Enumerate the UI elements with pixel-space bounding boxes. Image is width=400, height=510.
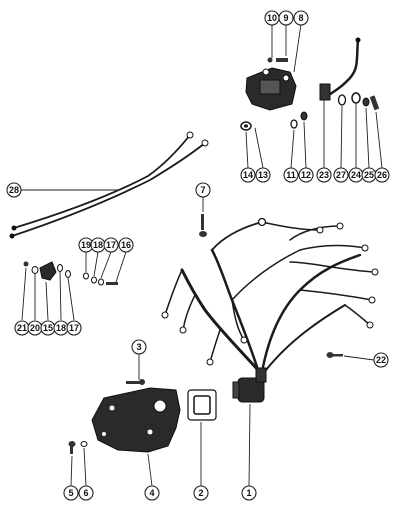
wiring-harness xyxy=(161,217,379,374)
callout-5: 5 xyxy=(63,485,79,501)
screw-5-washer-6 xyxy=(68,441,88,454)
callout-15: 15 xyxy=(40,320,56,336)
callout-circle xyxy=(193,485,209,501)
callout-17: 17 xyxy=(66,320,82,336)
callout-circle xyxy=(255,167,271,183)
callout-9: 9 xyxy=(278,10,294,26)
callout-label: 26 xyxy=(377,170,387,180)
callout-circle xyxy=(103,237,119,253)
screw-22 xyxy=(326,352,343,358)
callout-circle xyxy=(373,352,389,368)
callout-16: 16 xyxy=(118,237,134,253)
callout-label: 13 xyxy=(258,170,268,180)
callout-label: 2 xyxy=(198,488,203,498)
callout-label: 10 xyxy=(267,13,277,23)
long-wire-28 xyxy=(9,131,209,239)
callout-circle xyxy=(278,10,294,26)
callout-label: 19 xyxy=(81,240,91,250)
callout-13: 13 xyxy=(255,167,271,183)
callout-label: 17 xyxy=(106,240,116,250)
callout-2: 2 xyxy=(193,485,209,501)
harness-plug-1 xyxy=(232,367,267,403)
callout-circle xyxy=(283,167,299,183)
callout-3: 3 xyxy=(131,339,147,355)
callout-label: 27 xyxy=(336,170,346,180)
callout-circle xyxy=(66,320,82,336)
callout-circle xyxy=(241,485,257,501)
callout-label: 17 xyxy=(69,323,79,333)
callout-label: 8 xyxy=(298,13,303,23)
callout-label: 18 xyxy=(93,240,103,250)
callout-circle xyxy=(6,182,22,198)
callout-circle xyxy=(298,167,314,183)
callout-label: 5 xyxy=(68,488,73,498)
callout-4: 4 xyxy=(144,485,160,501)
callout-6: 6 xyxy=(78,485,94,501)
callout-24: 24 xyxy=(348,167,364,183)
callout-23: 23 xyxy=(316,167,332,183)
callout-label: 6 xyxy=(83,488,88,498)
callout-label: 7 xyxy=(200,185,205,195)
callout-circle xyxy=(144,485,160,501)
leader-lines xyxy=(21,23,383,487)
bracket-4 xyxy=(91,387,181,453)
ground-cable-assembly xyxy=(319,37,380,111)
callout-circle xyxy=(195,182,211,198)
gasket-2 xyxy=(187,389,217,421)
screw-7 xyxy=(199,214,207,237)
callout-label: 28 xyxy=(9,185,19,195)
callout-label: 24 xyxy=(351,170,361,180)
callout-12: 12 xyxy=(298,167,314,183)
callout-circle xyxy=(293,10,309,26)
callout-17: 17 xyxy=(103,237,119,253)
screw-3 xyxy=(126,379,145,385)
callout-label: 18 xyxy=(56,323,66,333)
callout-circle xyxy=(63,485,79,501)
callout-label: 15 xyxy=(43,323,53,333)
solenoid-washers xyxy=(240,111,308,131)
callout-circle xyxy=(78,485,94,501)
callout-label: 21 xyxy=(17,323,27,333)
callout-label: 14 xyxy=(243,170,253,180)
callout-25: 25 xyxy=(361,167,377,183)
callout-label: 9 xyxy=(283,13,288,23)
callout-circle xyxy=(374,167,390,183)
callout-28: 28 xyxy=(6,182,22,198)
callout-label: 1 xyxy=(246,488,251,498)
callout-1: 1 xyxy=(241,485,257,501)
callout-10: 10 xyxy=(264,10,280,26)
callout-circle xyxy=(316,167,332,183)
callout-circle xyxy=(333,167,349,183)
callout-label: 12 xyxy=(301,170,311,180)
callout-label: 16 xyxy=(121,240,131,250)
callout-14: 14 xyxy=(240,167,256,183)
callout-27: 27 xyxy=(333,167,349,183)
callout-11: 11 xyxy=(283,167,299,183)
callout-18: 18 xyxy=(53,320,69,336)
callout-label: 22 xyxy=(376,355,386,365)
solenoid-assembly xyxy=(245,57,297,111)
callout-label: 11 xyxy=(286,170,296,180)
callout-18: 18 xyxy=(90,237,106,253)
callout-label: 3 xyxy=(136,342,141,352)
callout-26: 26 xyxy=(374,167,390,183)
callout-label: 4 xyxy=(149,488,154,498)
callout-circle xyxy=(118,237,134,253)
callout-label: 25 xyxy=(364,170,374,180)
callout-21: 21 xyxy=(14,320,30,336)
callout-circle xyxy=(131,339,147,355)
callout-circle xyxy=(240,167,256,183)
callout-8: 8 xyxy=(293,10,309,26)
callout-20: 20 xyxy=(27,320,43,336)
callout-22: 22 xyxy=(373,352,389,368)
callout-7: 7 xyxy=(195,182,211,198)
callout-label: 20 xyxy=(30,323,40,333)
terminal-block-parts xyxy=(23,261,118,286)
callout-label: 23 xyxy=(319,170,329,180)
